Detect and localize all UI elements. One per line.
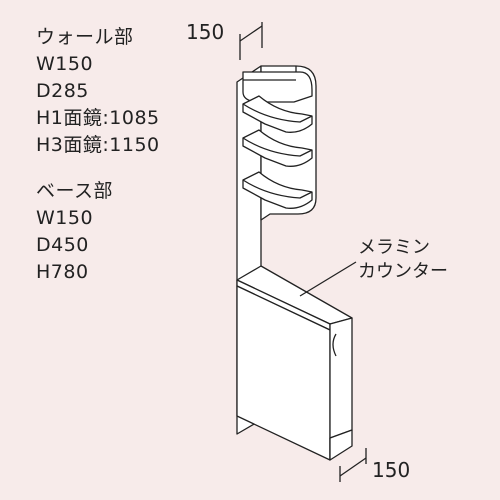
bottom-dimension-label: 150 [372,458,411,482]
base-unit-height: H780 [36,261,89,283]
wall-unit-height-1-mirror: H1面鏡:1085 [36,107,160,129]
counter-leader-line [299,261,357,297]
top-dimension-label: 150 [186,20,225,44]
wall-shelf-3 [242,171,313,209]
wall-shelf-2 [242,129,313,167]
door-handle-icon [332,333,337,357]
top-dimension-line [239,25,263,42]
wall-shelf-1 [242,95,313,133]
base-unit-specs: ベース部 W150 D450 H780 [36,178,113,286]
base-unit-depth: D450 [36,234,89,256]
wall-unit-height-3-mirror: H3面鏡:1150 [36,134,160,156]
base-plinth [329,429,353,461]
bottom-dimension-line [339,457,367,477]
base-unit-heading: ベース部 [36,180,114,202]
wall-unit-depth: D285 [36,80,89,102]
counter-label-line-1: メラミン [358,237,430,258]
counter-label-line-2: カウンター [358,261,448,282]
wall-shelf-side-panel [260,65,317,221]
counter-material-label: メラミン カウンター [358,236,448,284]
wall-unit-specs: ウォール部 W150 D285 H1面鏡:1085 H3面鏡:1150 [36,24,160,159]
wall-unit-heading: ウォール部 [36,26,134,48]
base-unit-width: W150 [36,207,94,229]
wall-shelf-top [242,71,313,103]
wall-unit-width: W150 [36,53,94,75]
base-front-door [329,317,353,439]
